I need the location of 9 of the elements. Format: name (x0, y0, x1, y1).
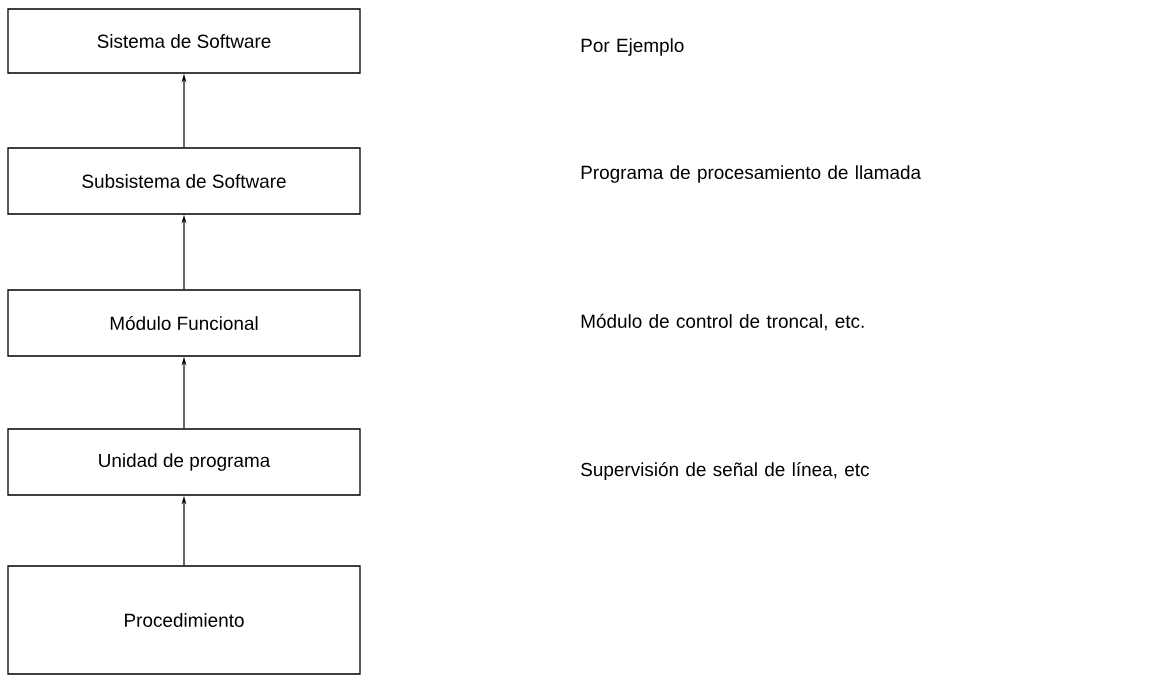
example-text: Programa de procesamiento de llamada (581, 165, 922, 183)
hierarchy-box: Procedimiento (7, 565, 361, 675)
hierarchy-box: Módulo Funcional (7, 289, 361, 357)
hierarchy-box: Unidad de programa (7, 428, 361, 496)
example-text: Supervisión de señal de línea, etc (581, 462, 869, 480)
example-text: Por Ejemplo (581, 38, 684, 56)
hierarchy-box: Subsistema de Software (7, 147, 361, 215)
example-text: Módulo de control de troncal, etc. (581, 313, 864, 331)
hierarchy-box: Sistema de Software (7, 8, 361, 74)
